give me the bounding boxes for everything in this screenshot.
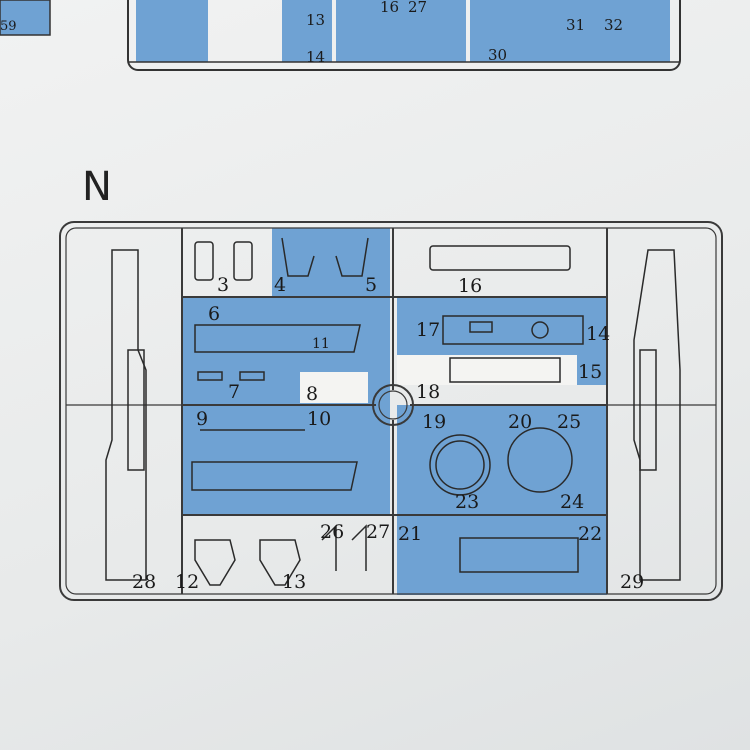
part-label: 26	[320, 521, 344, 543]
part-label: 21	[398, 523, 422, 545]
part-label: 29	[620, 571, 644, 593]
part-label: 11	[312, 336, 330, 352]
part-label: 20	[508, 411, 532, 433]
part-label: 22	[578, 523, 602, 545]
part-label: 19	[422, 411, 446, 433]
part-label: 16	[458, 275, 482, 297]
part-label: 8	[306, 383, 318, 405]
part-label: 14	[306, 48, 325, 66]
section-letter: N	[82, 164, 112, 210]
part-label: 3	[217, 274, 229, 296]
part-label: 23	[455, 491, 479, 513]
part-label: 6	[208, 303, 220, 325]
part-label: 31	[566, 16, 585, 34]
part-label: 17	[416, 319, 440, 341]
part-label: 13	[306, 11, 325, 29]
part-label: 18	[416, 381, 440, 403]
part-label: 7	[228, 381, 240, 403]
top-sprue-partial: 59 13 14 16 27 30 31 32	[0, 0, 681, 71]
part-label: 5	[365, 274, 377, 296]
part-label: 15	[578, 361, 602, 383]
part-label: 27	[408, 0, 427, 16]
part-label: 13	[282, 571, 306, 593]
part-label: 30	[488, 46, 507, 64]
part-label: 10	[307, 408, 331, 430]
part-28-side-frame	[105, 249, 147, 581]
part-label: 32	[604, 16, 623, 34]
part-label: 4	[274, 274, 286, 296]
part-label: 14	[586, 323, 610, 345]
sprue-frame	[59, 221, 723, 601]
part-label: 27	[366, 521, 390, 543]
part-label: 28	[132, 571, 156, 593]
part-label: 24	[560, 491, 584, 513]
part-label: 25	[557, 411, 581, 433]
part-label: 59	[0, 19, 17, 34]
part-number-labels: 3 4 5 6 7 8 9 10 11 12 13 14 15 16 17 18…	[132, 274, 644, 593]
part-29-side-frame	[633, 249, 681, 581]
highlighted-parts-areas	[182, 228, 607, 595]
part-label: 9	[196, 408, 208, 430]
part-label: 16	[380, 0, 399, 16]
parts-outlines	[191, 237, 584, 586]
part-label: 12	[175, 571, 199, 593]
